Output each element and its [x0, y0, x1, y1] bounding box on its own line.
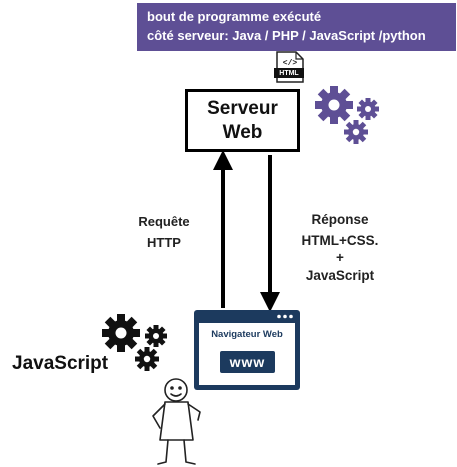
response-label: Réponse HTML+CSS. + JavaScript	[292, 209, 388, 286]
response-label-line-4: JavaScript	[305, 268, 375, 283]
html-file-tag: HTML	[279, 70, 299, 77]
person-figure	[152, 378, 201, 465]
server-label-line-2: Web	[222, 121, 263, 143]
callout-line-1: bout de programme exécuté	[147, 9, 322, 24]
html-code-glyph: </>	[283, 59, 298, 68]
html-file-icon: </>	[274, 51, 304, 83]
request-label-line-1: Requête	[138, 214, 190, 229]
request-label-line-2: HTTP	[147, 235, 181, 250]
browser-window-icon	[194, 310, 300, 390]
server-label-line-1: Serveur	[207, 97, 278, 119]
client-gears-icon	[102, 314, 167, 371]
http-request-label: Requête HTTP	[128, 211, 200, 253]
browser-address: www	[229, 354, 266, 370]
client-javascript-label: JavaScript	[12, 353, 109, 374]
response-label-line-3: +	[336, 250, 344, 265]
server-side-code-callout: bout de programme exécuté côté serveur: …	[137, 3, 456, 51]
server-gears-icon	[315, 86, 379, 144]
response-label-line-2: HTML+CSS.	[301, 233, 379, 248]
callout-line-2: côté serveur: Java / PHP / JavaScript /p…	[147, 28, 426, 43]
web-server-box: Serveur Web	[185, 89, 300, 152]
browser-title: Navigateur Web	[211, 329, 283, 340]
response-label-line-1: Réponse	[311, 212, 369, 227]
